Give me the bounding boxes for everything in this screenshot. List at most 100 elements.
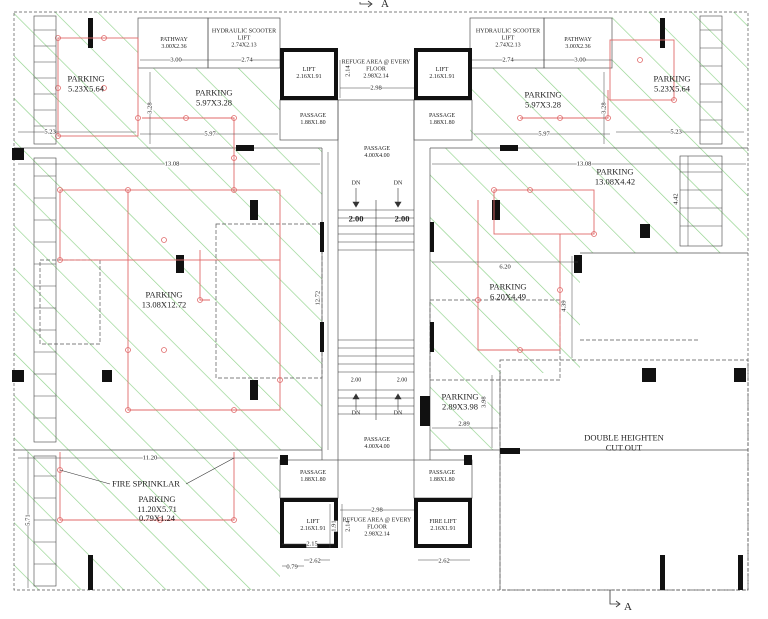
dimension: 13.08 [164,160,180,168]
room-name: PARKING [653,73,691,84]
dimension: 3.98 [480,396,488,408]
room-parking-nne: PARKING 5.97X3.28 [195,87,233,108]
room-pathway-left: PATHWAY 3.00X2.36 [160,37,188,51]
room-parking-mid-right: PARKING 6.20X4.49 [489,281,527,302]
room-size: 3.00X2.36 [161,44,187,50]
room-pathway-right: PATHWAY 3.00X2.36 [564,37,592,51]
stair-dn-label: DN [393,180,403,187]
dimension: 5.97 [204,130,216,138]
dimension: 2.14 [344,65,352,77]
room-name: PARKING [138,493,176,504]
stair-dn-label: DN [393,410,403,417]
room-name: LIFT [306,519,320,525]
room-refuge-top: REFUGE AREA @ EVERY FLOOR 2.98X2.14 [339,60,413,81]
room-size: 2.89X3.98 [442,401,478,411]
room-size: 2.98X2.14 [363,73,389,80]
room-size: 5.97X3.28 [196,97,232,107]
room-name: PARKING [195,87,233,98]
room-passage-top-right: PASSAGE 1.88X1.80 [429,113,455,127]
room-name: PARKING [441,391,479,402]
room-size: 1.88X1.80 [429,120,455,126]
room-refuge-bottom: REFUGE AREA @ EVERY FLOOR 2.98X2.14 [340,518,414,539]
room-name: LIFT [435,67,449,73]
dimension: 4.42 [672,193,680,205]
room-parking-center: PARKING 13.08X12.72 [141,289,187,310]
room-name: FIRE LIFT [429,519,457,525]
room-passage-top-left: PASSAGE 1.88X1.80 [300,113,326,127]
dimension: 5.71 [24,514,32,526]
room-parking-ne: PARKING 5.23X5.64 [653,73,691,94]
room-name: PASSAGE [363,437,391,443]
room-name: PASSAGE [363,146,391,152]
room-double-height-cutout: DOUBLE HEIGHTEN CUT OUT [584,432,664,452]
room-size: 1.88X1.80 [300,120,326,126]
two-wheeler-slots [33,15,723,587]
room-size: 13.08X12.72 [141,299,187,309]
stair-treads [338,200,414,420]
stair-dn-label: DN [351,410,361,417]
room-lift-top-right: LIFT 2.16X1.91 [429,67,454,81]
room-name: PATHWAY [564,37,592,43]
dimension: 2.89 [458,420,470,428]
room-passage-bottom-mid: PASSAGE 4.00X4.00 [364,437,390,451]
stair-width: 2.00 [348,213,364,224]
dimension: 2.98 [371,506,383,514]
section-mark-top: A [381,0,389,10]
room-size: 2.74X2.13 [495,42,521,49]
room-size: 4.00X4.00 [364,153,390,159]
room-fire-lift: FIRE LIFT 2.16X1.91 [429,519,456,533]
room-name: PARKING [596,166,634,177]
dimension: 13.08 [576,160,592,168]
room-scooter-lift-right: HYDRAULIC SCOOTER LIFT 2.74X2.13 [473,29,543,50]
room-size: 5.97X3.28 [525,99,561,109]
room-extra-size: 0.79X1.24 [139,512,175,523]
room-size: 5.23X5.64 [654,83,690,93]
room-name: PATHWAY [160,37,188,43]
room-parking-sw: PARKING 11.20X5.71 0.79X1.24 [137,493,177,524]
sprinkler-heads [55,35,677,523]
dimension: 2.62 [309,557,321,565]
room-size: 11.20X5.71 [137,503,177,514]
room-size: 5.23X5.64 [68,83,104,93]
room-name: HYDRAULIC SCOOTER LIFT [475,28,541,42]
room-scooter-lift-left: HYDRAULIC SCOOTER LIFT 2.74X2.13 [209,29,279,50]
dimension: 0.79 [286,563,298,571]
section-mark-bottom: A [624,601,632,613]
dimension: 2.74 [241,56,253,64]
dimension: 2.62 [438,557,450,565]
room-name: PASSAGE [428,470,456,476]
room-size: 6.20X4.49 [490,291,526,301]
dimension: 2.74 [502,56,514,64]
room-name: PARKING [67,73,105,84]
room-parking-small: PARKING 2.89X3.98 [441,391,479,412]
dimension: 11.20 [142,454,158,462]
room-name: PASSAGE [299,113,327,119]
room-size: 2.16X1.91 [296,74,322,80]
room-parking-east: PARKING 13.08X4.42 [595,166,635,187]
room-passage-bottom-left: PASSAGE 1.88X1.80 [300,470,326,484]
fire-sprinkler-network [57,37,675,521]
dimension: 3.28 [600,102,608,114]
room-size: 2.16X1.91 [430,526,456,532]
room-size: 1.88X1.80 [300,477,326,483]
room-name: LIFT [302,67,316,73]
room-passage-top-mid: PASSAGE 4.00X4.00 [364,146,390,160]
dimension: 3.00 [170,56,182,64]
room-name: PASSAGE [299,470,327,476]
room-size: 3.00X2.36 [565,44,591,50]
dimension: 12.72 [314,290,322,306]
parking-hatch [14,12,748,590]
dimension: 3.28 [146,102,154,114]
room-lift-top-left: LIFT 2.16X1.91 [296,67,321,81]
dimension: 5.23 [44,128,56,136]
stair-width: 2.00 [394,213,410,224]
dimension: 5.23 [670,128,682,136]
stair-dn-label: DN [351,180,361,187]
dimension: 2.15 [306,540,318,548]
room-parking-nre: PARKING 5.97X3.28 [524,90,561,110]
room-name: PARKING [145,289,183,300]
room-passage-bottom-right: PASSAGE 1.88X1.80 [429,470,455,484]
room-size: 2.74X2.13 [231,42,257,49]
room-name: PARKING [489,281,527,292]
dimension: 3.00 [574,56,586,64]
